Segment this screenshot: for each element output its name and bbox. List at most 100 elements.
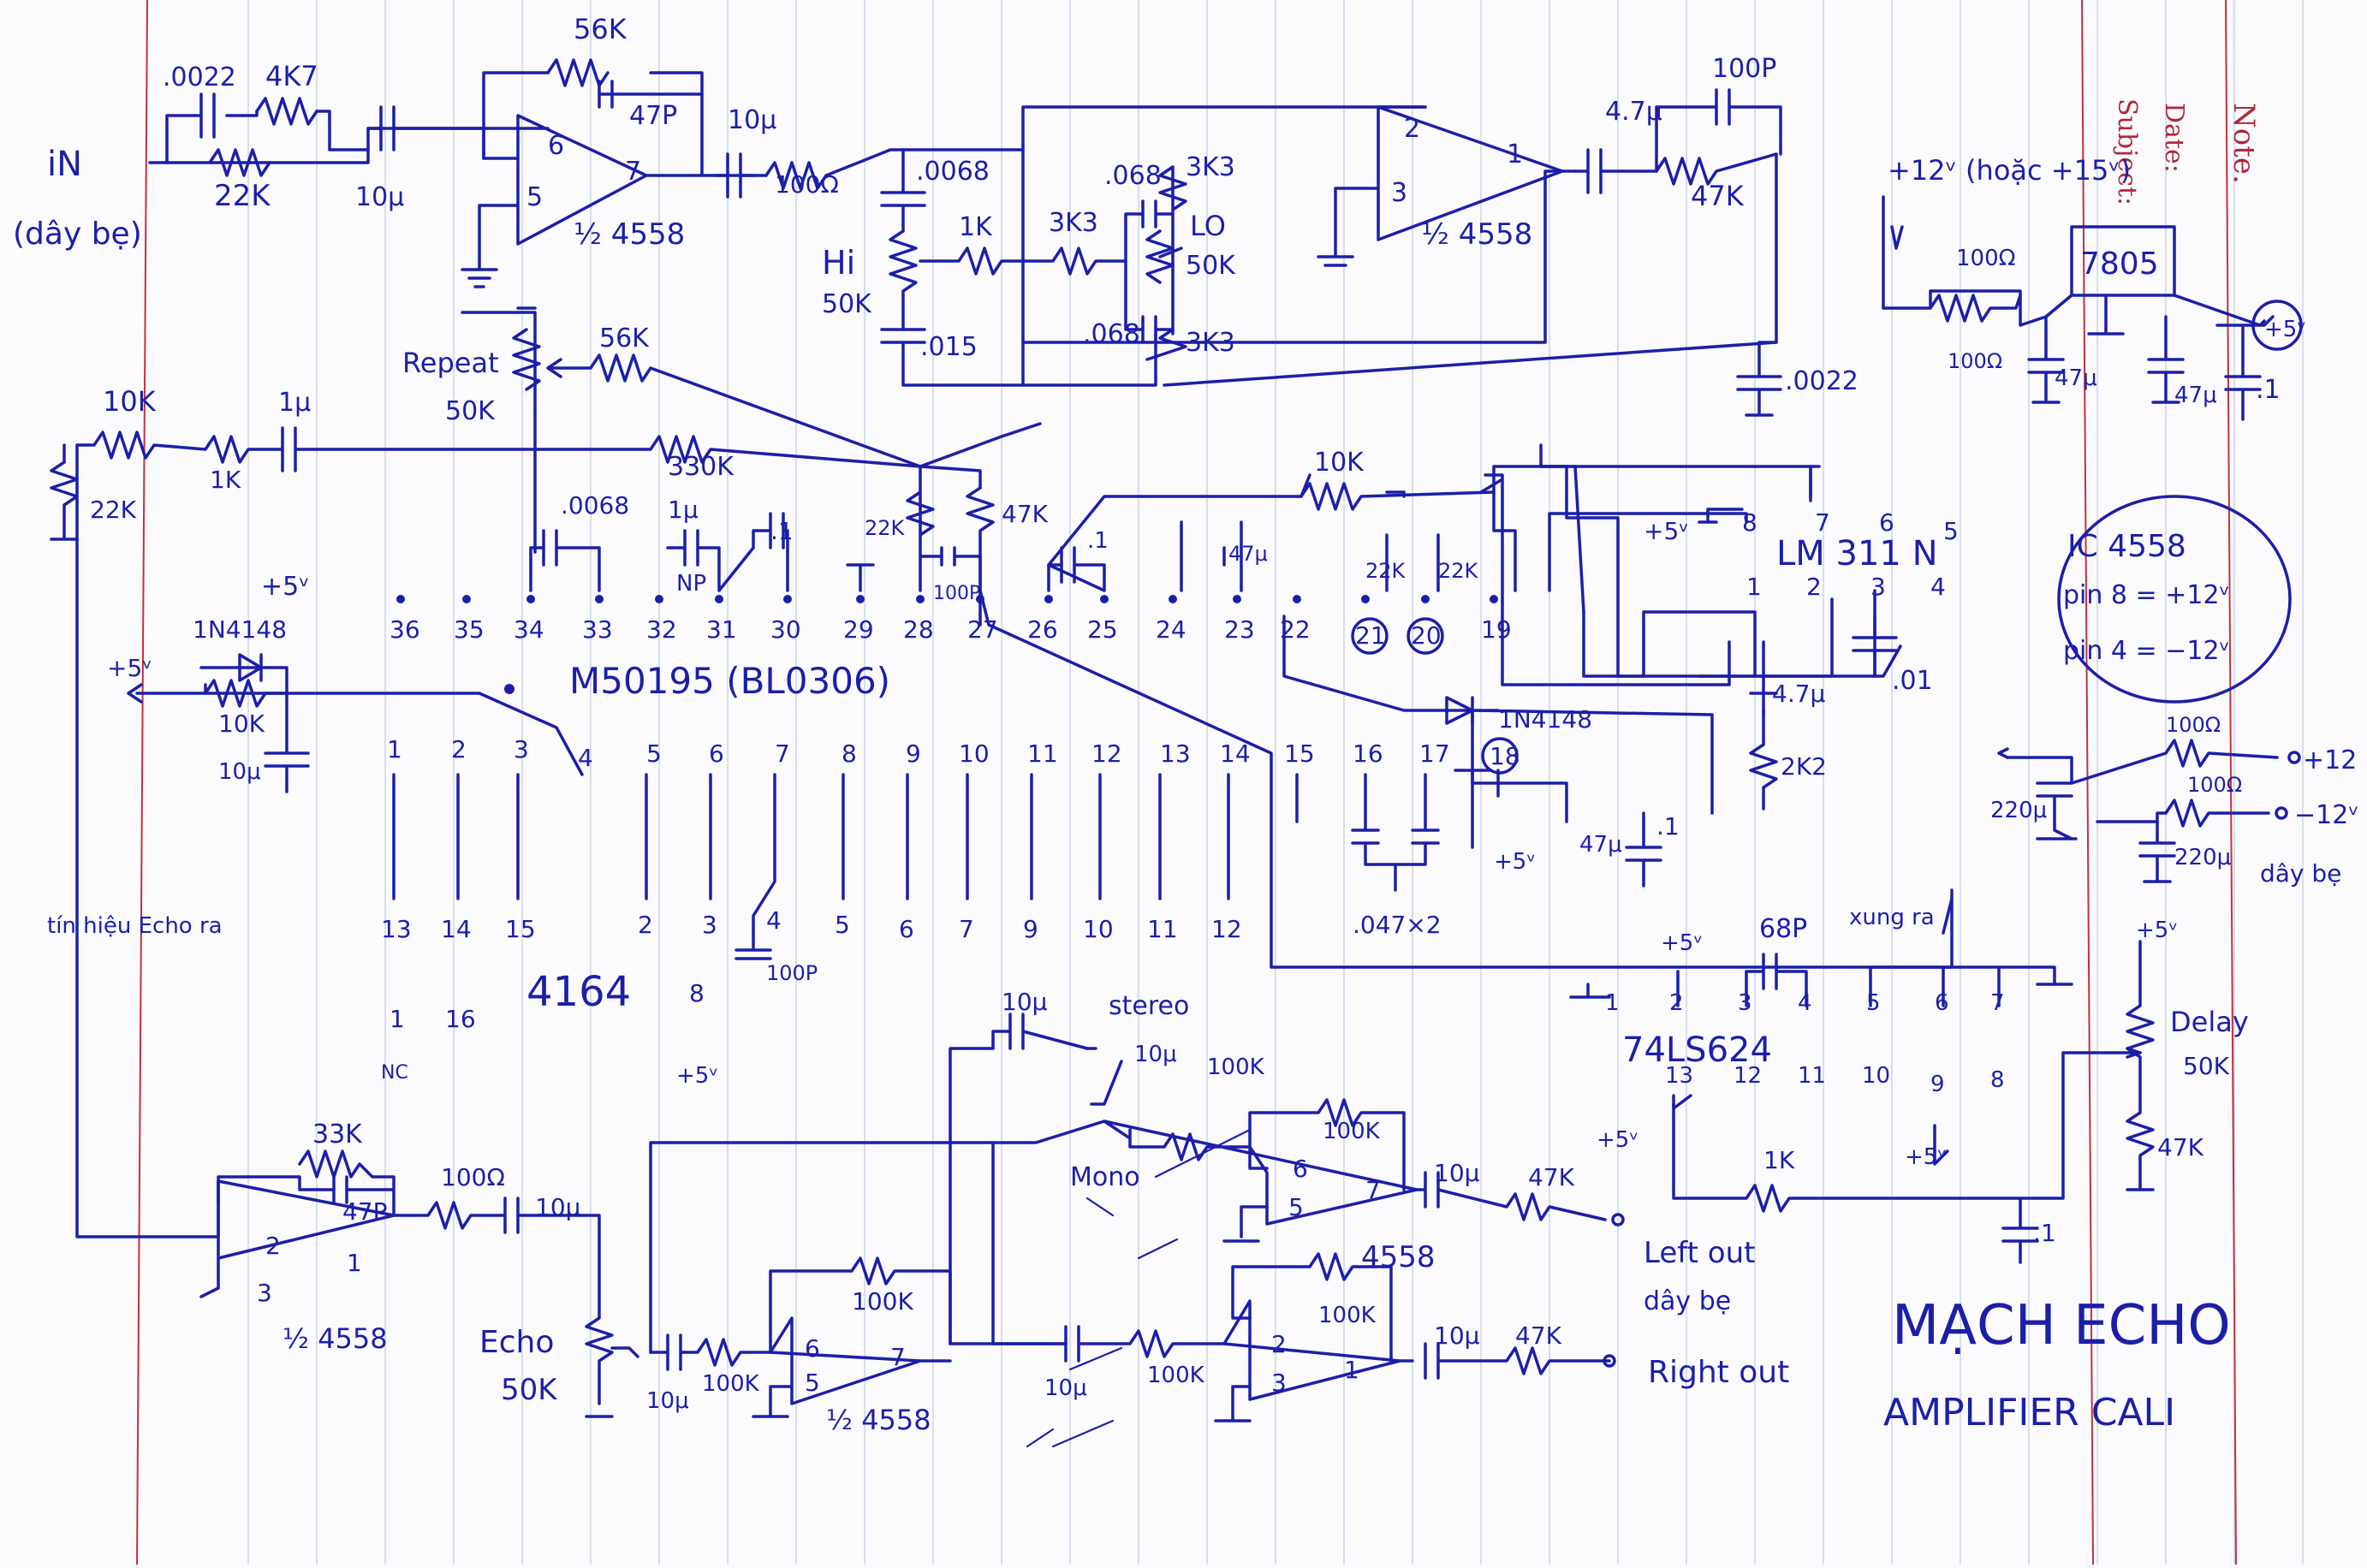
label-c1-624: .1 xyxy=(2033,1219,2056,1247)
pin-number: 4 xyxy=(1930,573,1946,601)
label-r100-pwr2: 100Ω xyxy=(1948,349,2002,373)
pin-number: 12 xyxy=(1091,739,1122,768)
label-plus5-18: +5ᵛ xyxy=(1494,849,1536,875)
pin-number: 24 xyxy=(1156,615,1186,644)
m50195-chip-label: M50195 (BL0306) xyxy=(569,660,890,702)
pin-number: 1 xyxy=(1746,573,1762,601)
pin-number: 8 xyxy=(1742,508,1757,537)
opamp-pin: 2 xyxy=(265,1232,281,1260)
opamp-pin: 6 xyxy=(548,131,564,161)
label-r47k-right-out: 47K xyxy=(1515,1322,1562,1350)
label-c4u7-1: 4.7μ xyxy=(1605,97,1662,127)
label-c10u-5: 10μ xyxy=(646,1388,689,1414)
label-c10u-echo: 10μ xyxy=(535,1193,581,1221)
pin-number: 9 xyxy=(1930,1072,1945,1097)
title-line2: AMPLIFIER CALI xyxy=(1883,1391,2175,1434)
opamp-pin: 3 xyxy=(1391,178,1407,208)
label-minus12: −12ᵛ xyxy=(2294,800,2359,830)
pin-number: 30 xyxy=(770,615,801,644)
label-c015: .015 xyxy=(920,332,978,362)
opamp-pin: 2 xyxy=(1271,1330,1287,1358)
label-c1u-2: 1μ xyxy=(668,496,699,524)
pin-number: 16 xyxy=(445,1005,476,1033)
opamp-pin: 6 xyxy=(1293,1155,1308,1183)
pin-number: 4 xyxy=(578,744,593,772)
label-c10u-right-out: 10μ xyxy=(1434,1322,1480,1350)
label-r10k-1: 10K xyxy=(103,385,157,418)
lo-value: 50K xyxy=(1186,251,1236,281)
pin-number: 27 xyxy=(967,615,998,644)
label-r47k-delay: 47K xyxy=(2157,1133,2204,1161)
label-plus5-reg: +5ᵛ xyxy=(2264,317,2306,342)
label-c47u-pwr2: 47μ xyxy=(2174,383,2217,408)
label-r47k-1: 47K xyxy=(1691,180,1745,212)
repeat-label: Repeat xyxy=(402,347,499,379)
label-r100-pm2: 100Ω xyxy=(2187,773,2242,797)
label-r1k-2: 1K xyxy=(210,466,241,494)
pin-number: 2 xyxy=(451,735,467,763)
pin-number: 10 xyxy=(1083,915,1114,943)
pin-number: 5 xyxy=(1866,990,1881,1016)
label-c10u-1: 10μ xyxy=(355,182,404,212)
pin-number: 4 xyxy=(766,906,782,935)
opamp2-label: ½ 4558 xyxy=(1421,217,1532,252)
pin-number: 10 xyxy=(1862,1063,1890,1089)
label-c47p-1: 47P xyxy=(629,101,677,131)
ram-pins: 13 14 15 2 3 4 5 6 7 9 10 11 12 1 16 8 N… xyxy=(381,906,1242,1084)
label-r100k-1: 100K xyxy=(702,1371,760,1397)
pin-number: 1 xyxy=(390,1005,405,1033)
label-diode-left: 1N4148 xyxy=(193,615,287,644)
pin-number: 2 xyxy=(1806,573,1822,601)
pin-number: 1 xyxy=(387,735,402,763)
margin-line-left xyxy=(136,0,148,1565)
label-c1-pwr: .1 xyxy=(2256,375,2281,405)
label-c1u-1: 1μ xyxy=(278,388,311,418)
pin-number: 21 xyxy=(1355,621,1386,650)
label-c047x2: .047×2 xyxy=(1353,911,1442,939)
pin-number: 11 xyxy=(1027,739,1058,768)
margin-line-far-right xyxy=(2225,0,2237,1565)
opamp-pin: 5 xyxy=(526,182,543,212)
pin-number: 2 xyxy=(1669,990,1684,1016)
pin-number: 9 xyxy=(906,739,921,768)
mono-label: Mono xyxy=(1070,1162,1140,1192)
pin-nc: NC xyxy=(381,1062,408,1084)
pin-number: 3 xyxy=(514,735,529,763)
label-r22k-4: 22K xyxy=(1365,559,1407,583)
label-plus5-left2: +5ᵛ xyxy=(107,654,152,682)
pin-number: 7 xyxy=(1815,508,1830,537)
pin-number: 18 xyxy=(1490,742,1520,770)
pin-number: 6 xyxy=(899,915,914,943)
pin-number: 6 xyxy=(1935,990,1949,1016)
lm311-pins: 8 7 6 5 1 2 3 4 xyxy=(1742,508,1959,601)
pin-number: 32 xyxy=(646,615,677,644)
label-r4k7: 4K7 xyxy=(265,60,318,92)
label-plus5-left: +5ᵛ xyxy=(261,572,310,602)
label-plus5-624b: +5ᵛ xyxy=(1905,1144,1947,1170)
hi-value: 50K xyxy=(822,289,872,319)
opamp-pin: 7 xyxy=(890,1343,906,1371)
label-c0022-input: .0022 xyxy=(163,62,236,92)
input-sublabel: (dây bẹ) xyxy=(13,217,142,252)
label-c47u-1: 47μ xyxy=(1228,542,1268,566)
ls624-pins: 1 2 3 4 5 6 7 13 12 11 10 9 8 xyxy=(1605,990,2005,1097)
label-r47k-left-out: 47K xyxy=(1528,1163,1575,1191)
pin-number: 7 xyxy=(1990,990,2005,1016)
pin-number: 25 xyxy=(1087,615,1118,644)
label-c68p: 68P xyxy=(1759,914,1807,944)
pin-number: 8 xyxy=(689,979,705,1007)
label-r3k3-3: 3K3 xyxy=(1186,328,1235,358)
label-r2k2: 2K2 xyxy=(1781,752,1827,781)
pin-number: 36 xyxy=(390,615,420,644)
label-plus5-14: +5ᵛ xyxy=(1597,1127,1638,1153)
pin-number: 13 xyxy=(1665,1063,1693,1089)
pin-number: 33 xyxy=(582,615,613,644)
label-c068-2: .068 xyxy=(1083,319,1140,349)
pin-number: 5 xyxy=(646,739,662,768)
opamp-pin: 2 xyxy=(1404,114,1420,144)
pin-number: 3 xyxy=(702,911,717,939)
supply-in-label: +12ᵛ (hoặc +15ᵛ) xyxy=(1888,154,2131,187)
pin-number: 1 xyxy=(1605,990,1620,1016)
echo-value: 50K xyxy=(501,1373,558,1407)
